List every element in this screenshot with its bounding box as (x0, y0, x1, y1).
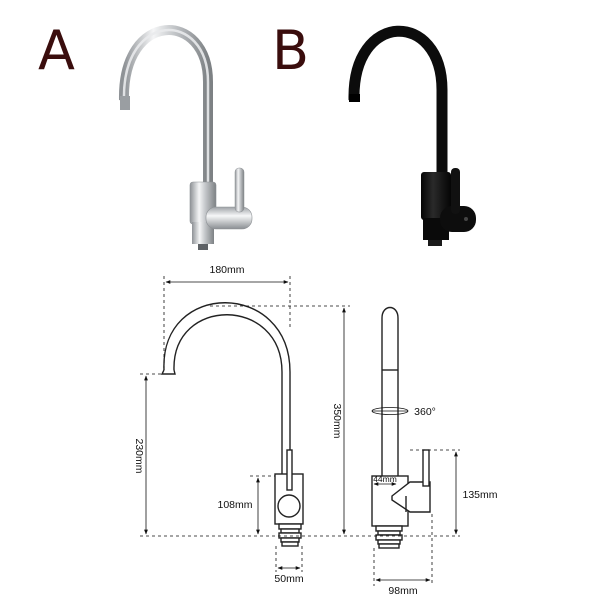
drawing-side-profile (371, 306, 431, 549)
label-base-depth: 98mm (388, 585, 417, 597)
label-total-height: 350mm (331, 403, 343, 438)
label-rotation: 360° (414, 406, 436, 418)
faucet-a-handle-hub (205, 206, 253, 230)
faucet-a-spout (118, 25, 213, 196)
dimension-lines (140, 276, 460, 586)
variant-b-label: B (272, 19, 310, 82)
faucet-b-lever (451, 168, 460, 214)
label-base-diameter: 50mm (274, 573, 303, 585)
label-spout-height: 230mm (133, 438, 145, 473)
faucet-b-black (348, 25, 476, 246)
faucet-b-spout (348, 25, 448, 184)
faucet-a-lever (234, 167, 245, 213)
label-body-diameter: 44mm (373, 474, 397, 484)
variant-a-label: A (38, 19, 75, 82)
faucet-a-chrome (118, 25, 253, 250)
faucet-b-handle-hub (440, 206, 476, 232)
faucet-b-body (421, 172, 451, 220)
drawing-front-profile (160, 302, 304, 547)
label-handle-height: 135mm (462, 489, 497, 501)
label-body-height: 108mm (217, 499, 252, 511)
label-reach: 180mm (209, 264, 244, 276)
